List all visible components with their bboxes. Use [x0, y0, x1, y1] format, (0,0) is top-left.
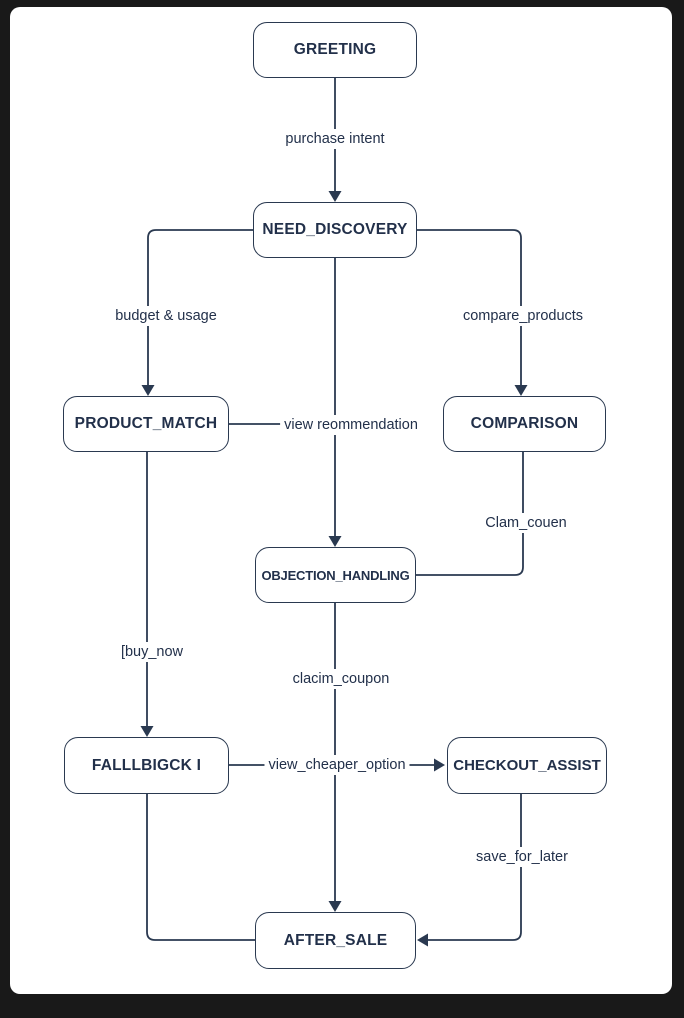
edge-label-clam-couen: Clam_couen — [481, 513, 571, 533]
node-product-match: PRODUCT_MATCH — [63, 396, 229, 452]
edge-label-clacim-coupon: clacim_coupon — [288, 669, 394, 689]
node-comparison: COMPARISON — [443, 396, 606, 452]
diagram-canvas — [10, 7, 672, 994]
edge-label-purchase-intent: purchase intent — [281, 129, 389, 149]
edge-label-save-for-later: save_for_later — [472, 847, 572, 867]
node-after-sale: AFTER_SALE — [255, 912, 416, 969]
edge-label-buy-now: [buy_now — [116, 642, 188, 662]
node-checkout-assist: CHECKOUT_ASSIST — [447, 737, 607, 794]
node-objection-handling: OBJECTION_HANDLING — [255, 547, 416, 603]
node-fallback: FALLLBIGCK I — [64, 737, 229, 794]
edge-label-view-reommendation: view reommendation — [280, 415, 422, 435]
edge-label-compare-products: compare_products — [458, 306, 588, 326]
edge-label-view-cheaper-option: view_cheaper_option — [264, 755, 410, 775]
node-need-discovery: NEED_DISCOVERY — [253, 202, 417, 258]
node-greeting: GREETING — [253, 22, 417, 78]
edge-label-budget-usage: budget & usage — [111, 306, 221, 326]
